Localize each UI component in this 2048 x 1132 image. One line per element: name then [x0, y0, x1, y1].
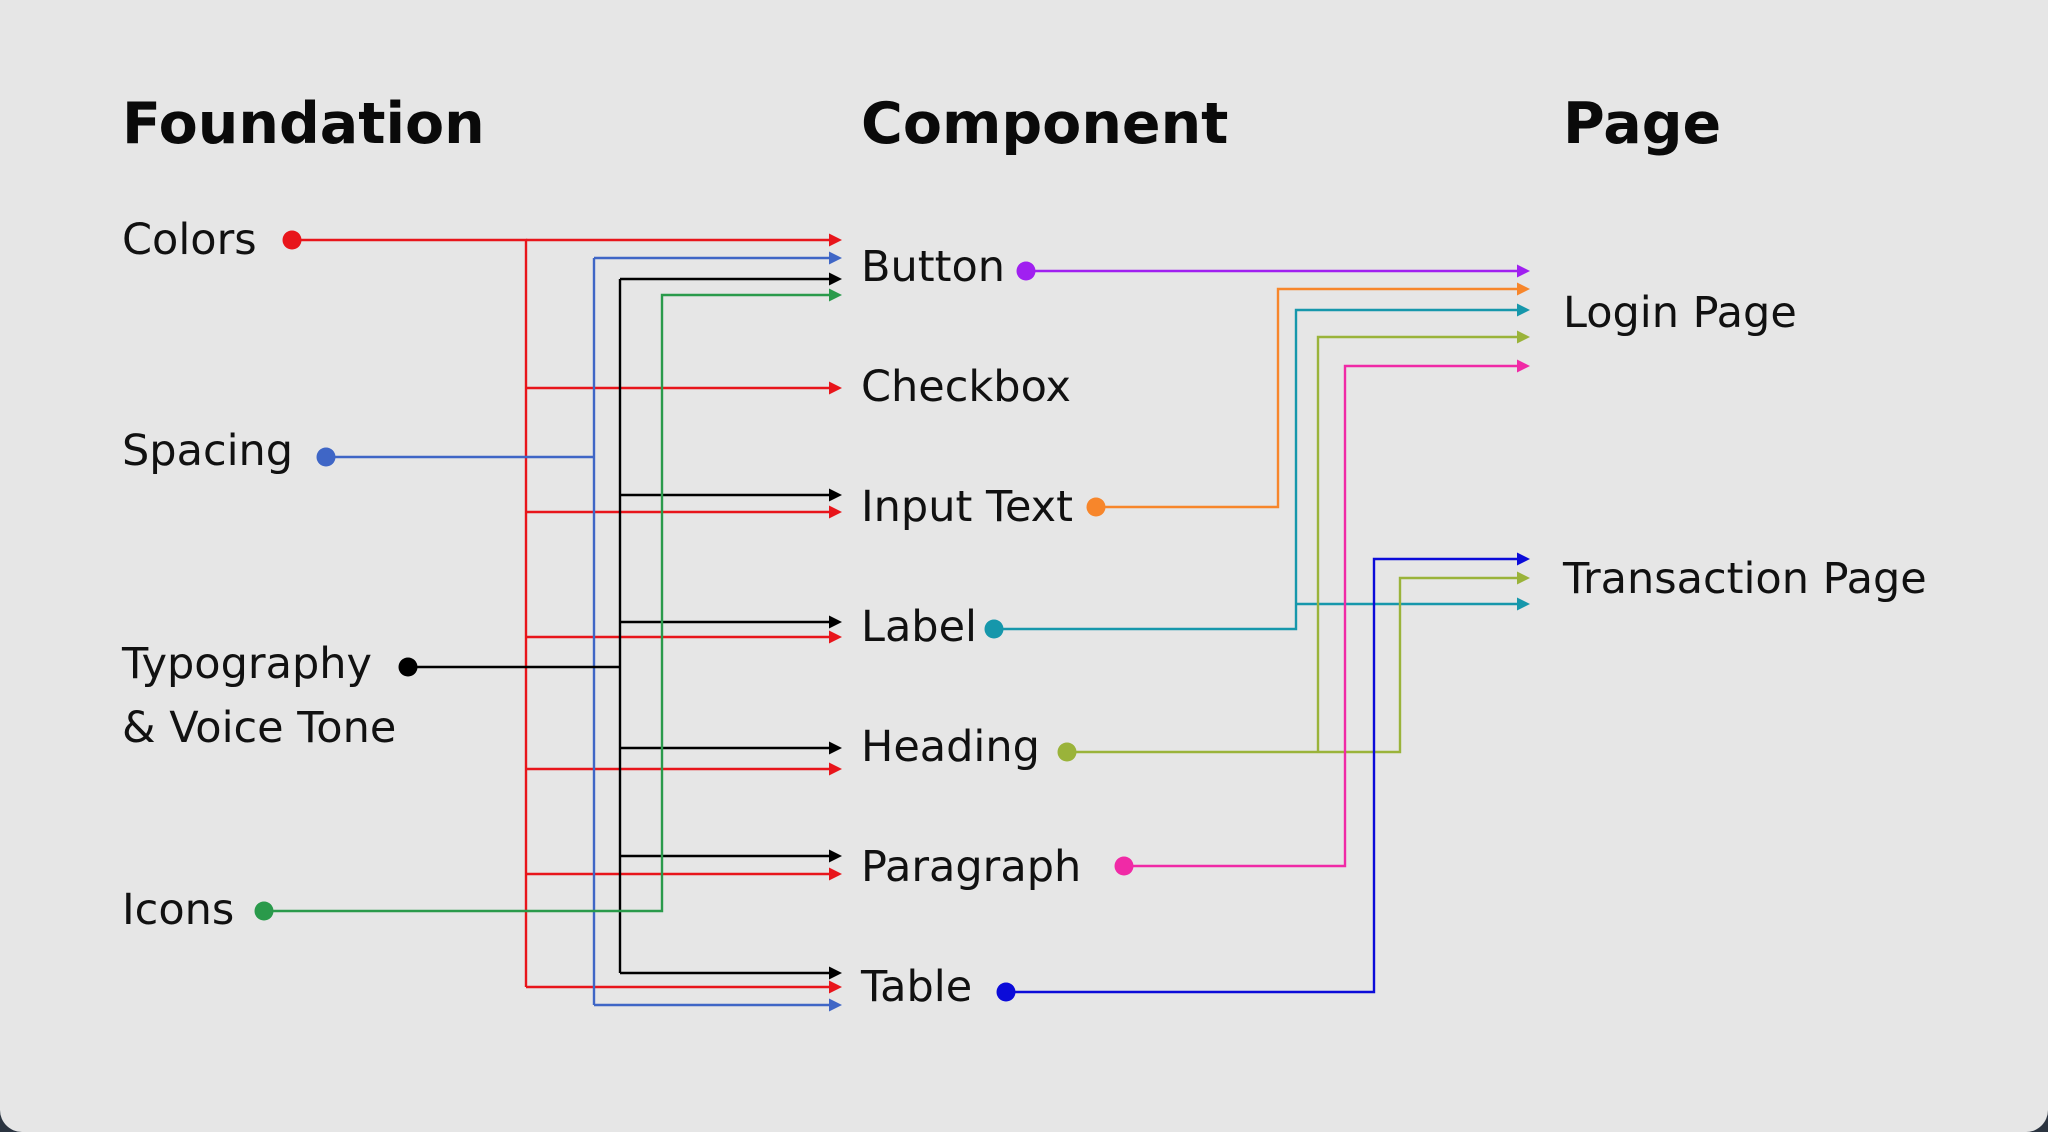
colors-to-label-arrow [829, 630, 842, 644]
foundation-heading: Foundation [122, 91, 485, 157]
typography-to-button-arrow [829, 272, 842, 286]
foundation-spacing-label: Spacing [122, 426, 294, 476]
component-input-text-label: Input Text [861, 482, 1073, 532]
typography-dot [398, 657, 418, 677]
spacing-dot [316, 447, 336, 467]
typography-to-input-text-arrow [829, 488, 842, 502]
heading-to-login-line [1316, 335, 1518, 752]
component-button-label: Button [861, 242, 1006, 292]
colors-to-paragraph-arrow [829, 867, 842, 881]
page-heading: Page [1563, 91, 1722, 157]
colors-to-button-arrow [829, 233, 842, 247]
colors-to-table-arrow [829, 980, 842, 994]
label-to-transaction-arrow [1517, 597, 1530, 611]
icons-to-button-arrow [829, 288, 842, 302]
colors-to-heading-arrow [829, 762, 842, 776]
page-login-label: Login Page [1563, 288, 1797, 338]
label-to-login-arrow [1517, 303, 1530, 317]
typography-to-label-arrow [829, 615, 842, 629]
label-to-login-line [994, 308, 1518, 631]
input-text-to-login-arrow [1517, 282, 1530, 296]
colors-trunk-line [292, 238, 528, 987]
component-heading-label: Heading [861, 722, 1040, 772]
heading-dot [1057, 742, 1077, 762]
typography-to-table-arrow [829, 966, 842, 980]
paragraph-to-login-line [1124, 364, 1518, 868]
button-to-login-arrow [1517, 264, 1530, 278]
colors-to-input-text-arrow [829, 505, 842, 519]
foundation-voice-tone-label: & Voice Tone [122, 703, 397, 753]
colors-to-checkbox-arrow [829, 381, 842, 395]
input-text-dot [1086, 497, 1106, 517]
foundation-icons-label: Icons [122, 885, 235, 935]
spacing-to-button-arrow [829, 251, 842, 265]
typography-trunk-line [408, 279, 622, 973]
typography-to-paragraph-arrow [829, 849, 842, 863]
heading-to-transaction-line [1067, 576, 1518, 754]
component-heading: Component [861, 91, 1229, 157]
table-to-transaction-line [1006, 557, 1518, 994]
table-to-transaction-arrow [1517, 552, 1530, 566]
component-checkbox-label: Checkbox [861, 362, 1072, 412]
icons-to-button-line [264, 293, 830, 913]
input-text-to-login-line [1096, 287, 1518, 509]
foundation-typography-label: Typography [122, 639, 372, 689]
label-dot [984, 619, 1004, 639]
component-label-label: Label [861, 602, 978, 652]
typography-to-heading-arrow [829, 741, 842, 755]
page-transaction-label: Transaction Page [1563, 554, 1927, 604]
paragraph-to-login-arrow [1517, 359, 1530, 373]
paragraph-dot [1114, 856, 1134, 876]
colors-dot [282, 230, 302, 250]
foundation-colors-label: Colors [122, 215, 257, 265]
spacing-to-table-arrow [829, 998, 842, 1012]
table-dot [996, 982, 1016, 1002]
component-table-label: Table [861, 962, 973, 1012]
component-paragraph-label: Paragraph [861, 842, 1082, 892]
spacing-trunk-line [326, 258, 596, 1005]
heading-to-transaction-arrow [1517, 571, 1530, 585]
heading-to-login-arrow [1517, 330, 1530, 344]
button-dot [1016, 261, 1036, 281]
icons-dot [254, 901, 274, 921]
